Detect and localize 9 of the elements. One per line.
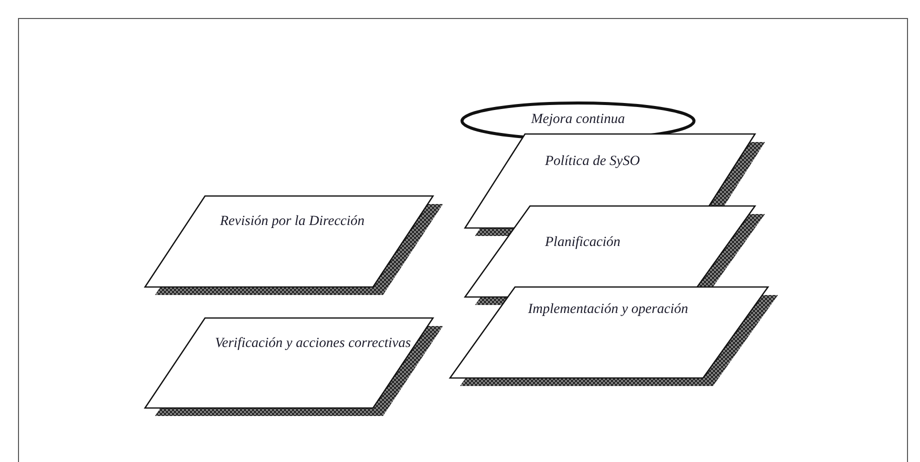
parallelogram-card (145, 196, 443, 295)
parallelogram-card (145, 318, 443, 416)
node-label: Mejora continua (530, 111, 626, 128)
node-label: Implementación y operación (528, 301, 688, 318)
node-label: Revisión por la Dirección (220, 213, 365, 230)
node-label: Verificación y acciones correctivas (215, 335, 411, 352)
node-label: Planificación (545, 234, 620, 251)
node-label: Política de SySO (545, 153, 640, 170)
parallelogram-card (450, 287, 778, 386)
